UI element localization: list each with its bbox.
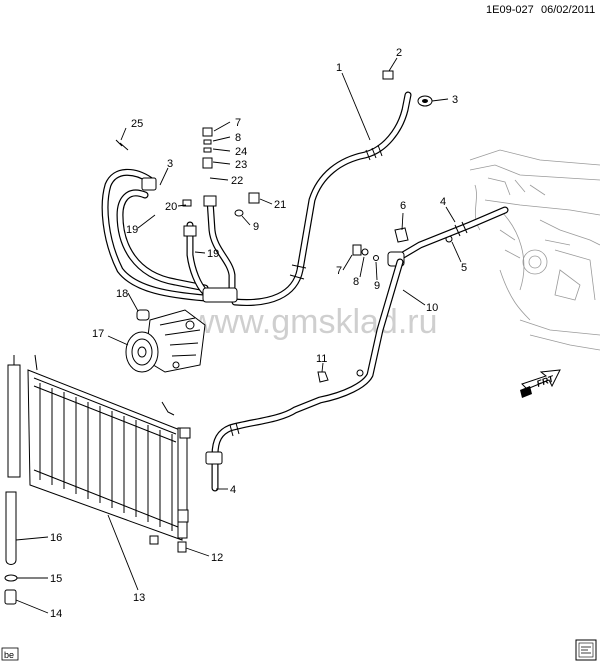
fittings [115,70,453,383]
callout-3: 3 [167,158,173,170]
corner-left-label: be [4,650,14,660]
engine-bay-outline [469,149,600,351]
callout-5: 5 [461,262,467,274]
callout-7: 7 [235,117,241,129]
watermark-text: www.gmsklad.ru [189,303,438,341]
suction-hose [231,91,412,307]
callout-13: 13 [133,592,145,604]
callout-22: 22 [231,175,243,187]
gm-logo-icon [575,639,597,661]
callout-7: 7 [336,265,342,277]
stud-21 [248,192,260,204]
callout-8: 8 [235,132,241,144]
callout-9: 9 [374,280,380,292]
nut-2 [382,70,394,80]
corner-left-box [1,647,19,661]
leader-lines [15,57,462,614]
callout-16: 16 [50,532,62,544]
callout-14: 14 [50,608,62,620]
bolt-25 [115,139,129,151]
callout-11: 11 [316,353,327,365]
callout-19: 19 [126,224,138,236]
callout-1: 1 [336,62,342,74]
callout-18: 18 [116,288,128,300]
compressor-hose-assembly [101,168,238,303]
nut-7-top [202,127,213,137]
callout-21: 21 [274,199,286,211]
condenser [7,354,191,553]
front-direction-arrow-icon: FRT [520,369,561,398]
callout-19: 19 [207,248,219,260]
nut-11 [317,371,329,383]
liquid-line-lower [205,258,404,492]
callout-3: 3 [452,94,458,106]
callout-25: 25 [131,118,143,130]
bracket-6 [394,227,409,243]
callout-10: 10 [426,302,438,314]
callout-12: 12 [211,552,223,564]
callout-8: 8 [353,276,359,288]
callout-9: 9 [253,221,259,233]
callout-23: 23 [235,159,247,171]
callout-4: 4 [230,484,236,496]
callout-24: 24 [235,146,247,158]
callout-20: 20 [165,201,177,213]
callouts: 1 2 3 3 4 4 5 6 7 7 8 8 9 9 10 11 12 13 … [50,47,467,620]
compressor [125,309,206,373]
callout-2: 2 [396,47,402,59]
diagram-date: 06/02/2011 [541,4,595,16]
callout-6: 6 [400,200,406,212]
diagram-code: 1E09-027 [486,4,534,16]
callout-17: 17 [92,328,104,340]
dryer-assembly [4,491,18,605]
part-18 [136,309,150,321]
callout-4: 4 [440,196,446,208]
callout-15: 15 [50,573,62,585]
